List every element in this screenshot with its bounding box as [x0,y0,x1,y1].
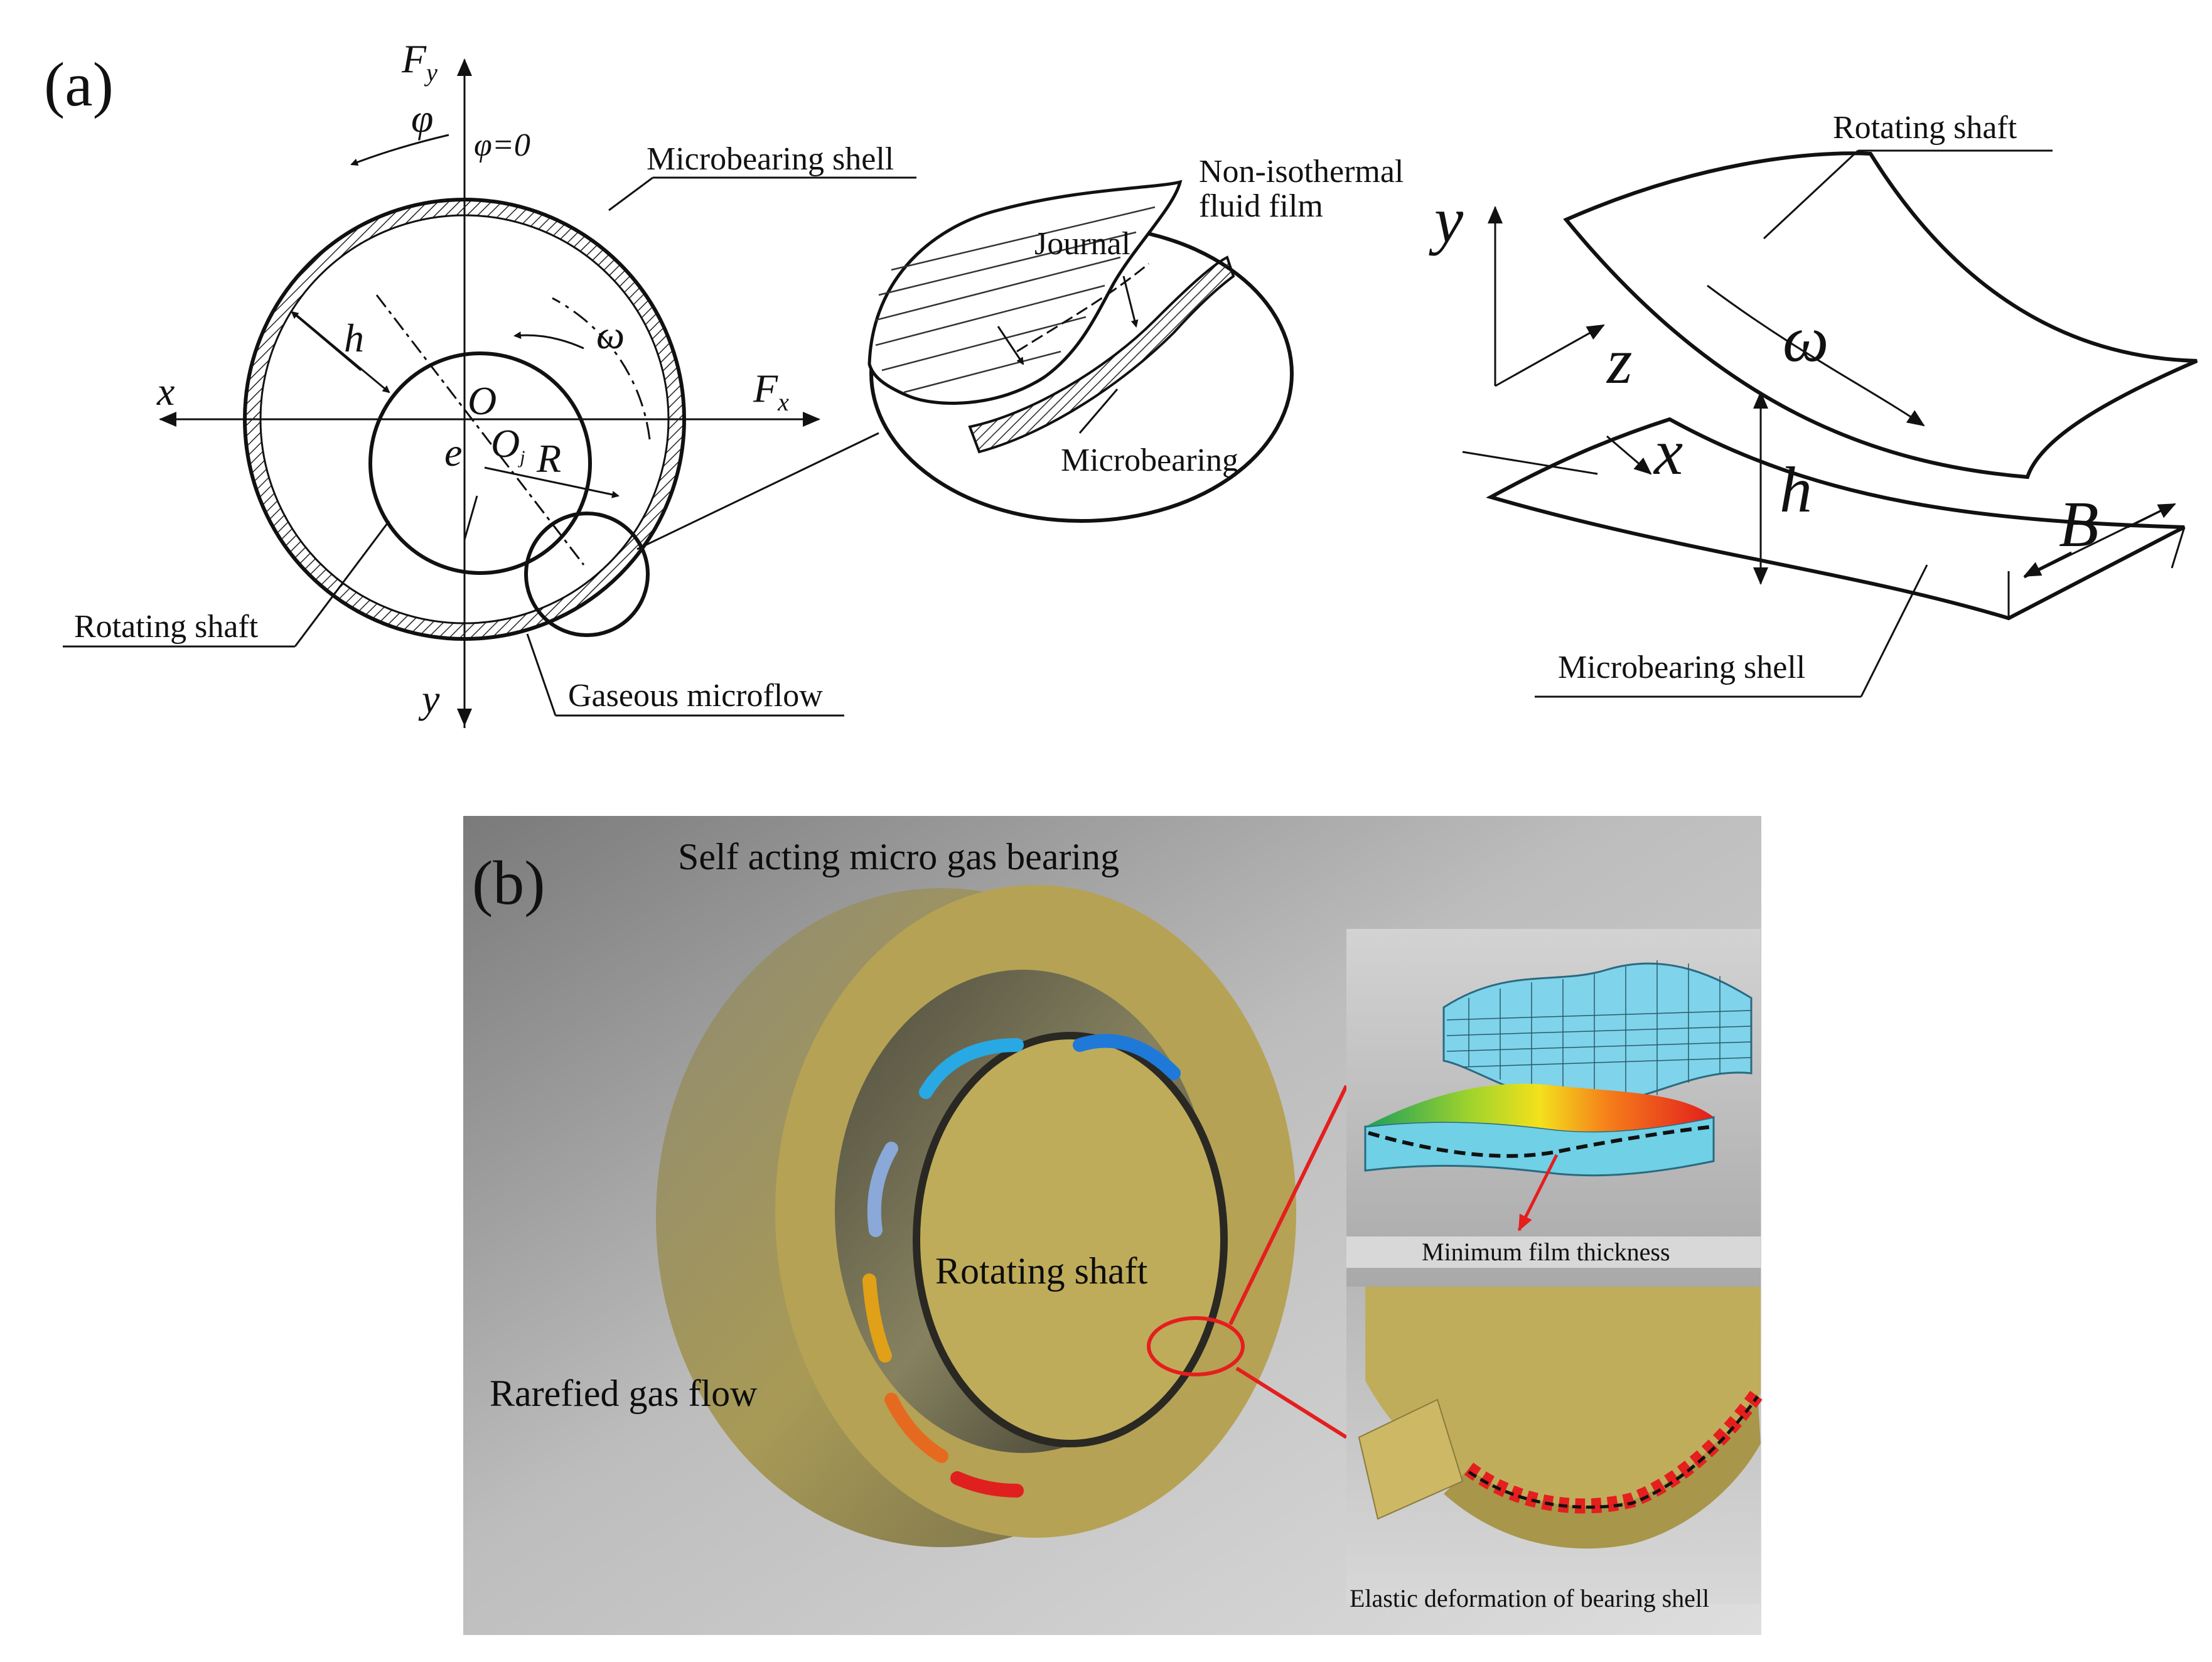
temperature-field [1365,1083,1714,1132]
shell-inner-edge [259,214,670,625]
film-hatch-lines [875,206,1156,394]
journal-line [1016,262,1149,353]
gaseous-microflow-label: Gaseous microflow [568,678,823,714]
rarefied-gas-flow-label: Rarefied gas flow [490,1373,758,1414]
e-line [463,495,478,540]
deformed-shaft [1365,1287,1761,1514]
right-omega-label: ω [1783,303,1828,375]
detail-arrow-1 [997,326,1024,365]
microbearing-shell-label: Microbearing shell [647,141,894,177]
microbearing-strip [968,255,1235,454]
min-film-label-bg [1346,1236,1761,1268]
right-x-axis [1606,435,1652,475]
right-shell-leader [1860,564,1928,697]
min-film-thickness-label: Minimum film thickness [1422,1238,1670,1266]
panel-b-title: Self acting micro gas bearing [678,836,1119,877]
shell-edge-2 [2171,527,2186,569]
shell-leader [608,176,653,212]
r-arrow [484,466,620,498]
right-microbearing-shell-label: Microbearing shell [1558,650,1805,685]
zoom-connector [636,432,879,550]
right-rotating-shaft-label: Rotating shaft [1833,110,2017,146]
rotating-shaft-surface [1563,151,2198,480]
elastic-deformation-label: Elastic deformation of bearing shell [1350,1584,1709,1612]
panel-a: (a) Fy Fx x y φ φ=0 O Oj R e h ω [44,36,2198,728]
shell-cut-end [1358,1398,1464,1520]
flow-arrow-5 [884,1393,948,1463]
flow-arrow-6 [950,1471,1024,1498]
rotating-shaft-disk [913,1032,1228,1447]
oj-label: Oj [491,421,525,468]
non-isothermal-label-1: Non-isothermal [1199,154,1404,190]
panel-b: (b) Self acting micro gas bearing Rotati… [463,816,1764,1635]
fx-label: Fx [753,366,789,416]
right-z-label: z [1606,325,1632,397]
journal-label: Journal [1034,226,1130,262]
panel-b-label: (b) [472,848,545,918]
b-arrow-left [2023,551,2072,577]
flow-arrow-2 [919,1038,1024,1099]
y-axis-label: y [418,677,440,721]
mesh-grid [1446,960,1752,1105]
microbearing-label: Microbearing [1061,442,1238,478]
microbearing-shell-surface [1486,417,2186,621]
deformation-dashed-line [1468,1395,1759,1509]
min-film-arrow [1517,1154,1559,1231]
highlight-ellipse [1147,1316,1245,1376]
phi-arrow [350,134,449,166]
flow-arrow-4 [862,1273,892,1363]
microflow-leader [526,633,557,716]
fy-label: Fy [401,36,438,87]
right-h-label: h [1780,454,1812,526]
r-label: R [536,436,561,481]
right-shaft-leader [1763,149,1859,240]
shell-outer-edge [243,198,686,641]
non-isothermal-film-region [867,180,1183,405]
rotating-shaft-circle [368,351,592,575]
e-label: e [444,430,462,474]
flow-arrow-1 [1073,1034,1181,1080]
panel-a-label: (a) [44,50,114,119]
b-arrow-right [2127,503,2176,528]
right-b-label: B [2059,488,2099,560]
origin-label: O [468,378,497,423]
flow-arrows [862,1034,1181,1498]
right-x-axis-tail [1462,451,1598,475]
phi-label: φ [411,96,433,141]
microbearing-leader [1078,389,1119,434]
omega-label: ω [596,313,625,357]
rotating-shaft-b-label: Rotating shaft [935,1250,1148,1292]
deformed-shell [1444,1393,1761,1549]
center-line [375,294,585,566]
h-label: h [344,316,364,360]
right-x-label: x [1653,416,1683,488]
right-omega-arrow [1707,284,1925,427]
flow-arrow-3 [867,1142,898,1237]
connector-upper [1228,1085,1348,1326]
non-isothermal-label-2: fluid film [1199,188,1323,224]
phi-zero-label: φ=0 [474,127,530,163]
connector-lower [1235,1366,1348,1439]
x-axis-label: x [156,369,174,414]
min-film-dashed-line [1368,1125,1714,1158]
shaft-leader [294,520,390,647]
zoom-circle [524,512,650,637]
h-arrow-out [291,311,362,372]
detail-arrow-2 [1122,276,1139,328]
right-z-axis [1495,324,1605,387]
omega-arrow [513,331,584,350]
rotating-shaft-label: Rotating shaft [74,609,259,645]
right-y-label: y [1429,184,1464,256]
